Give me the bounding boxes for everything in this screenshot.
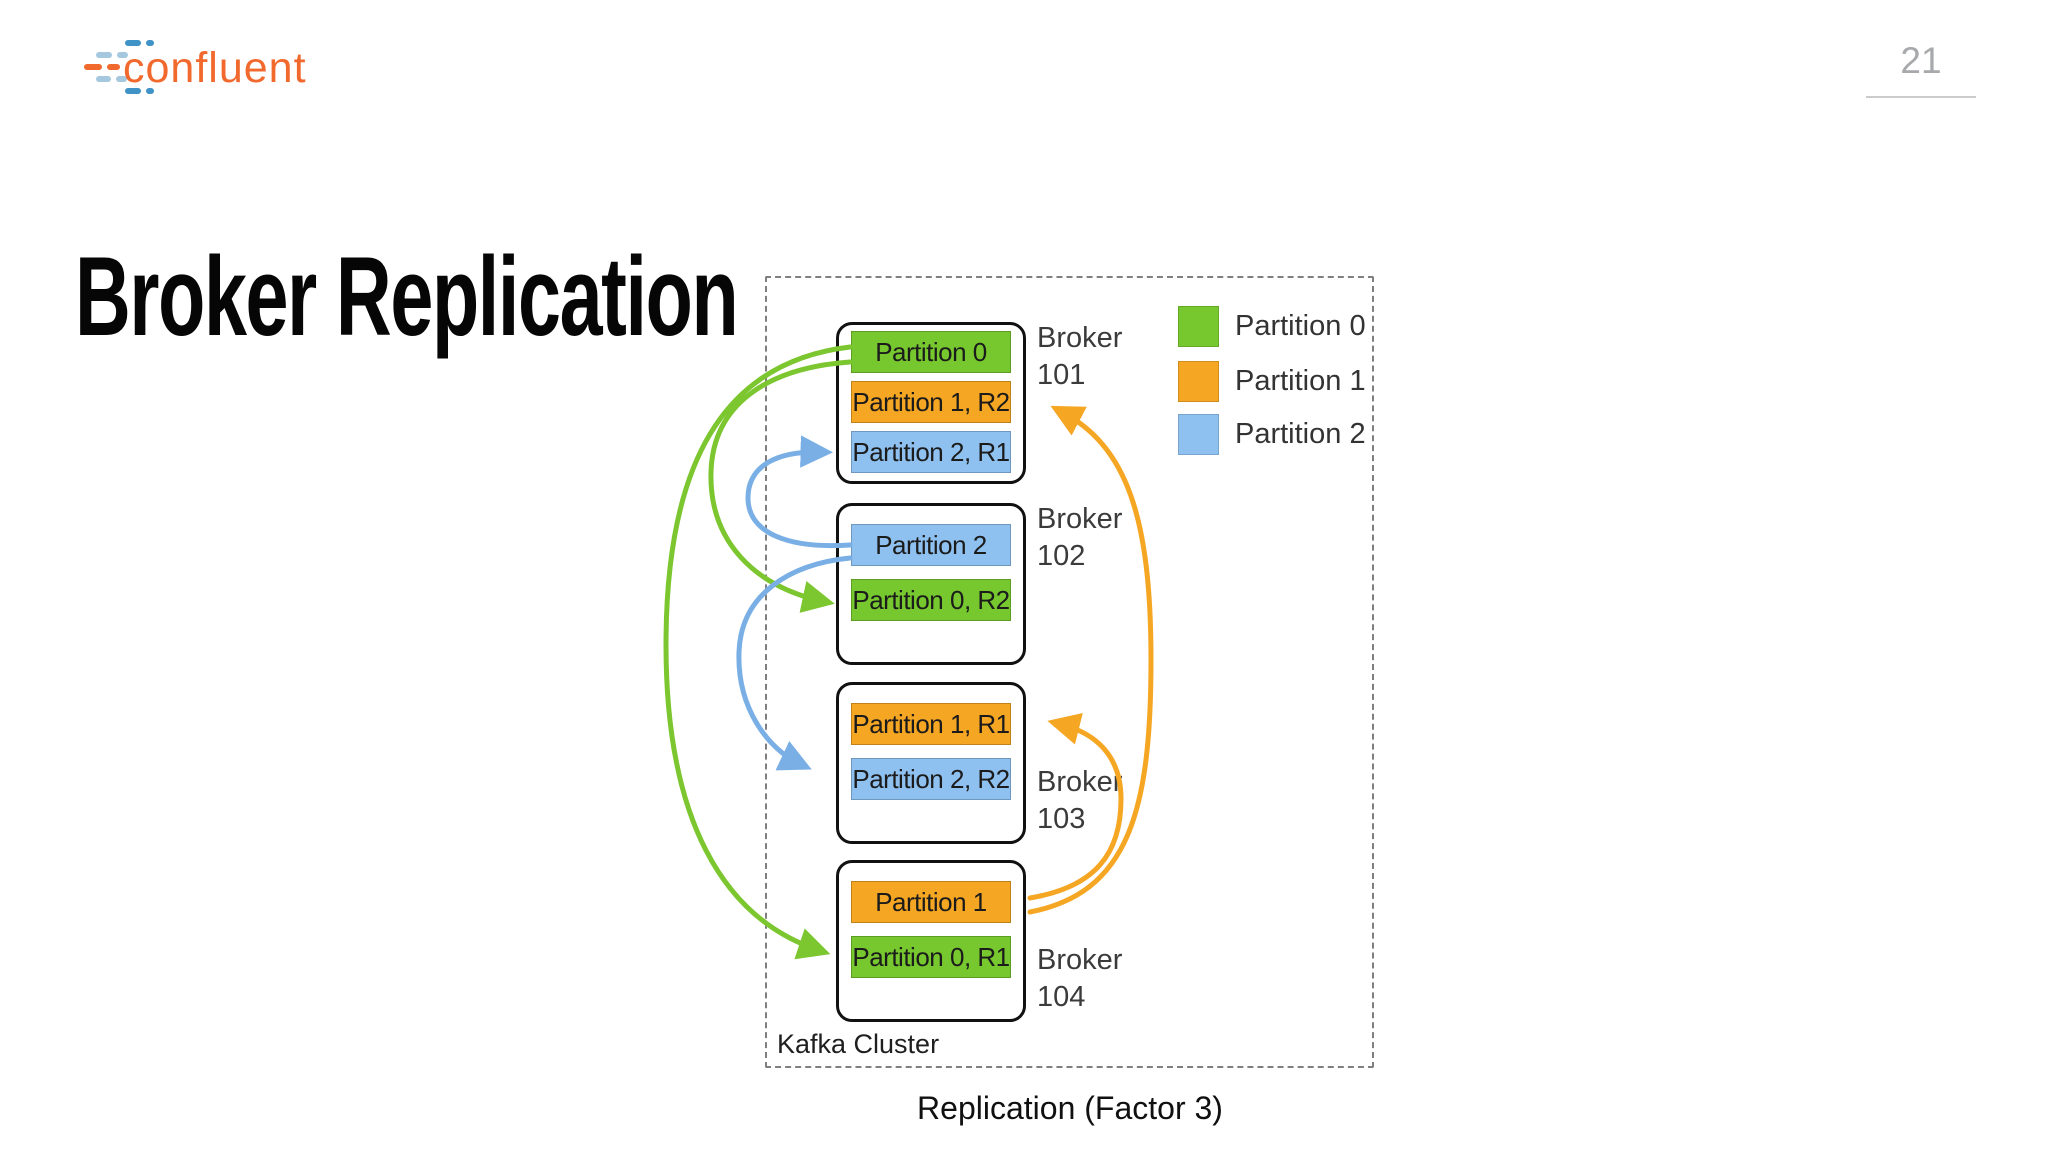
legend-label: Partition 2 bbox=[1235, 418, 1366, 450]
logo-dash bbox=[146, 40, 154, 46]
logo-dash bbox=[107, 64, 120, 70]
legend-swatch-orange bbox=[1178, 361, 1219, 402]
broker-103-box: Partition 1, R1 Partition 2, R2 bbox=[836, 682, 1026, 844]
partition-bar: Partition 2, R1 bbox=[851, 431, 1011, 473]
legend-label: Partition 0 bbox=[1235, 310, 1366, 342]
partition-bar: Partition 1, R1 bbox=[851, 703, 1011, 745]
page-number-value: 21 bbox=[1900, 40, 1942, 81]
legend-swatch-green bbox=[1178, 306, 1219, 347]
slide-title: Broker Replication bbox=[75, 234, 739, 360]
logo-dash bbox=[96, 76, 111, 82]
confluent-logo-text: confluent bbox=[123, 44, 307, 92]
legend-item-partition1: Partition 1 bbox=[1178, 361, 1366, 402]
partition-bar: Partition 0, R2 bbox=[851, 579, 1011, 621]
diagram-caption: Replication (Factor 3) bbox=[917, 1090, 1223, 1126]
logo-dash bbox=[96, 52, 112, 58]
partition-bar: Partition 1 bbox=[851, 881, 1011, 923]
partition-bar: Partition 2, R2 bbox=[851, 758, 1011, 800]
broker-102-box: Partition 2 Partition 0, R2 bbox=[836, 503, 1026, 665]
partition-bar: Partition 0 bbox=[851, 331, 1011, 373]
broker-label-line: Broker bbox=[1037, 503, 1123, 535]
legend-label: Partition 1 bbox=[1235, 365, 1366, 397]
broker-104-label: Broker 104 bbox=[1037, 942, 1122, 1016]
logo-dash bbox=[125, 40, 141, 46]
legend-swatch-blue bbox=[1178, 414, 1219, 455]
broker-101-label: Broker 101 bbox=[1037, 320, 1122, 394]
partition-bar: Partition 2 bbox=[851, 524, 1011, 566]
broker-label-line: 102 bbox=[1037, 540, 1086, 572]
broker-label-line: Broker bbox=[1037, 322, 1123, 354]
broker-label-line: 103 bbox=[1037, 803, 1086, 835]
kafka-cluster-label: Kafka Cluster bbox=[777, 1029, 940, 1059]
broker-101-box: Partition 0 Partition 1, R2 Partition 2,… bbox=[836, 322, 1026, 484]
logo-dash bbox=[84, 64, 102, 70]
broker-104-box: Partition 1 Partition 0, R1 bbox=[836, 860, 1026, 1022]
broker-102-label: Broker 102 bbox=[1037, 501, 1122, 575]
logo-dash bbox=[125, 88, 141, 94]
broker-label-line: 101 bbox=[1037, 359, 1086, 391]
partition-bar: Partition 1, R2 bbox=[851, 381, 1011, 423]
legend-item-partition2: Partition 2 bbox=[1178, 414, 1366, 455]
broker-label-line: Broker bbox=[1037, 944, 1123, 976]
partition-bar: Partition 0, R1 bbox=[851, 936, 1011, 978]
broker-label-line: Broker bbox=[1037, 766, 1123, 798]
confluent-logo-mark-icon bbox=[75, 36, 235, 96]
page-number: 21 bbox=[1866, 40, 1976, 98]
confluent-logo: confluent bbox=[75, 36, 375, 100]
legend-item-partition0: Partition 0 bbox=[1178, 306, 1366, 347]
broker-103-label: Broker 103 bbox=[1037, 764, 1122, 838]
logo-dash bbox=[117, 52, 128, 58]
page-number-underline bbox=[1866, 96, 1976, 98]
logo-dash bbox=[146, 88, 154, 94]
logo-dash bbox=[116, 76, 127, 82]
broker-label-line: 104 bbox=[1037, 981, 1086, 1013]
